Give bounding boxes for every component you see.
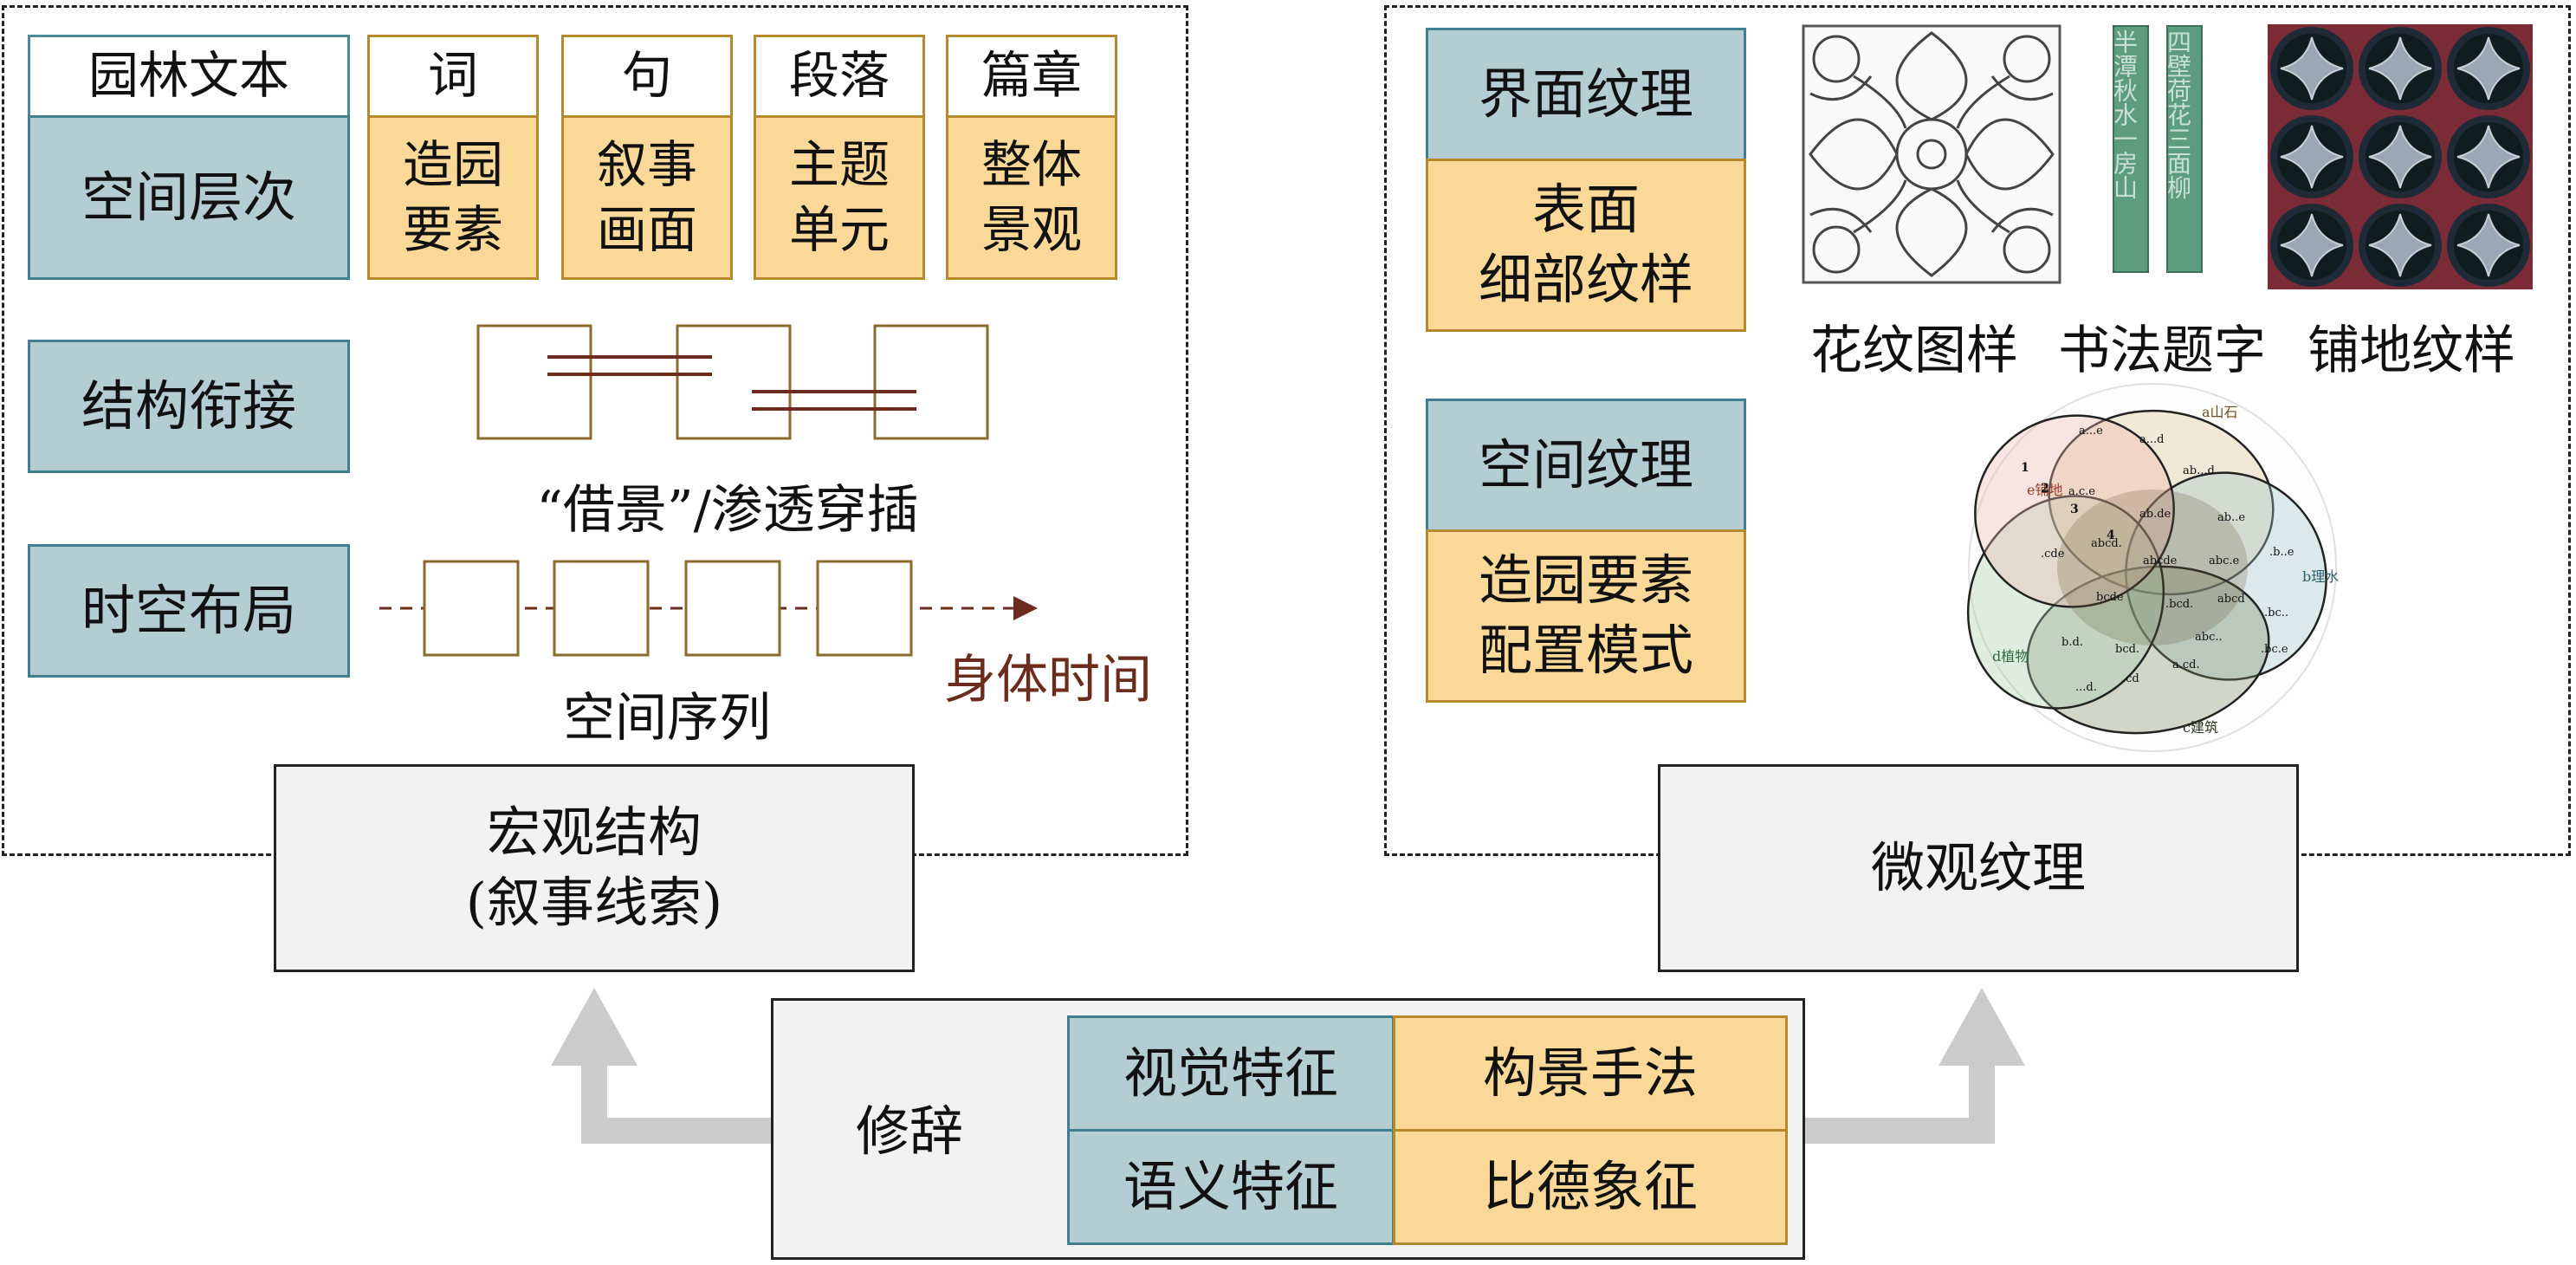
venn-cell-18: b.d. (2061, 636, 2083, 649)
visual-feature-cell: 视觉特征 (1067, 1015, 1395, 1132)
venn-cell-9: abc.e (2209, 555, 2240, 568)
macro-structure-box: 宏观结构 (叙事线索) (274, 764, 915, 972)
cell-overall-landscape: 整体景观 (946, 115, 1117, 280)
venn-cell-8: ab..e (2217, 511, 2246, 524)
col-chapter-header: 篇章 (946, 35, 1117, 118)
col-word-header: 词 (367, 35, 539, 118)
space-texture-label: 空间纹理 (1426, 399, 1746, 532)
venn-number-4: 4 (2107, 529, 2115, 542)
virtue-symbol-cell: 比德象征 (1393, 1129, 1788, 1245)
calligraphy-left-text: 半潭秋水一房山 (2110, 29, 2139, 199)
cell-garden-elements: 造园要素 (367, 115, 539, 280)
calligraphy-caption: 书法题字 (2058, 321, 2266, 381)
venn-label-e: e铺地 (2027, 482, 2063, 498)
venn-cell-6: abcde (2143, 555, 2178, 568)
paving-pattern-image (2268, 24, 2533, 289)
venn-number-3: 3 (2070, 503, 2079, 516)
micro-texture-box: 微观纹理 (1658, 764, 2299, 972)
venn-number-2: 2 (2041, 482, 2049, 496)
cell-narrative-scene: 叙事画面 (561, 115, 733, 280)
venn-cell-17: .bc.e (2261, 643, 2288, 656)
garden-element-venn-diagram (1966, 383, 2337, 752)
venn-cell-14: abcd (2217, 593, 2245, 606)
venn-cell-7: abcd. (2091, 537, 2122, 550)
venn-cell-10: .b..e (2269, 546, 2294, 559)
col-paragraph-header: 段落 (754, 35, 925, 118)
venn-label-a: a山石 (2202, 404, 2238, 420)
venn-cell-15: abc.. (2195, 631, 2223, 644)
borrowed-scenery-caption: “借景”/渗透穿插 (536, 480, 919, 541)
venn-label-d: d植物 (1992, 648, 2029, 665)
venn-cell-12: bcde (2096, 591, 2124, 604)
venn-label-c: c建筑 (2183, 719, 2218, 736)
borrowed-scenery-diagram (476, 324, 989, 440)
space-sequence-caption: 空间序列 (563, 688, 771, 749)
col-sentence-header: 句 (561, 35, 733, 118)
venn-cell-1: a...e (2079, 425, 2103, 438)
venn-cell-11: .cde (2041, 548, 2065, 561)
scene-technique-cell: 构景手法 (1393, 1015, 1788, 1132)
venn-cell-19: bcd. (2115, 643, 2140, 656)
venn-cell-22: .cd (2122, 672, 2139, 685)
rhetoric-label: 修辞 (855, 1100, 963, 1163)
space-sequence-diagram (379, 560, 1038, 657)
space-level-label: 空间层次 (28, 115, 350, 280)
spacetime-layout-label: 时空布局 (28, 544, 350, 678)
venn-cell-13: .bcd. (2165, 598, 2194, 611)
element-configuration-mode: 造园要素配置模式 (1426, 529, 1746, 703)
surface-detail-pattern: 表面细部纹样 (1426, 159, 1746, 332)
interface-texture-label: 界面纹理 (1426, 28, 1746, 161)
cell-theme-unit: 主题单元 (754, 115, 925, 280)
calligraphy-couplet-image (2113, 25, 2203, 273)
flower-pattern-caption: 花纹图样 (1810, 321, 2018, 381)
flower-pattern-image (1802, 24, 2061, 284)
semantic-feature-cell: 语义特征 (1067, 1129, 1395, 1245)
body-time-label: 身体时间 (944, 650, 1152, 710)
venn-label-b: b理水 (2302, 568, 2340, 585)
venn-cell-4: ab.de (2139, 508, 2171, 521)
paving-pattern-caption: 铺地纹样 (2307, 321, 2515, 381)
venn-cell-2: a...d (2139, 433, 2165, 446)
venn-number-1: 1 (2021, 461, 2029, 475)
calligraphy-right-text: 四壁荷花三面柳 (2164, 29, 2192, 199)
venn-cell-20: a.cd. (2172, 658, 2200, 671)
venn-cell-16: .bc.. (2264, 607, 2288, 620)
venn-cell-3: ab...d (2183, 464, 2215, 477)
venn-cell-21: ...d. (2075, 681, 2097, 694)
structure-link-label: 结构衔接 (28, 340, 350, 473)
venn-cell-5: a.c.e (2068, 485, 2095, 498)
